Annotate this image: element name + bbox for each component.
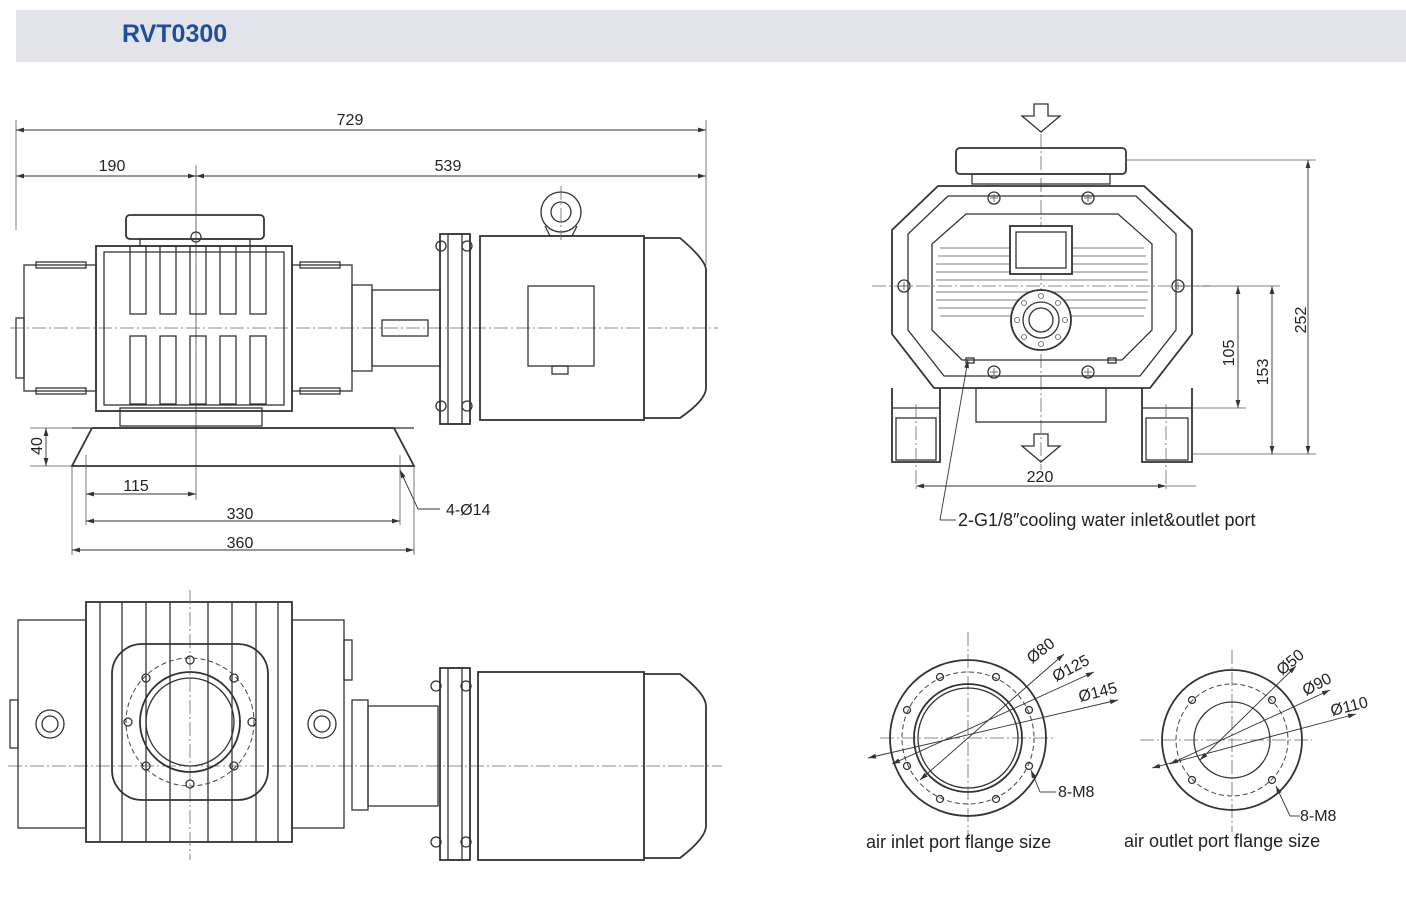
header-bar — [16, 10, 1406, 62]
dim-port-center: 105 — [1221, 286, 1241, 408]
dim-total-height: 252 — [1293, 160, 1311, 454]
dim-base-length: 360 — [72, 535, 414, 553]
outlet-flange-view: Ø50 Ø90 Ø110 8-M8 air outlet port flange… — [1124, 647, 1370, 851]
svg-text:2-G1/8″cooling water inlet&out: 2-G1/8″cooling water inlet&outlet port — [958, 510, 1256, 530]
svg-text:115: 115 — [123, 478, 149, 495]
dim-motor-length: 539 — [196, 158, 706, 179]
svg-text:Ø80: Ø80 — [1024, 635, 1058, 667]
svg-text:8-M8: 8-M8 — [1300, 808, 1337, 825]
svg-text:220: 220 — [1027, 469, 1054, 486]
top-view — [8, 590, 722, 861]
svg-text:Ø145: Ø145 — [1077, 680, 1119, 706]
front-view: 252 153 105 220 2-G1/8″cooling water inl… — [872, 103, 1316, 530]
svg-text:40: 40 — [29, 437, 46, 455]
dim-overall-length: 729 — [16, 112, 706, 133]
svg-text:729: 729 — [337, 112, 364, 129]
svg-text:Ø125: Ø125 — [1050, 652, 1093, 685]
dim-rotor-length: 190 — [16, 158, 196, 179]
dim-center-height: 153 — [1255, 286, 1275, 454]
svg-text:Ø90: Ø90 — [1300, 670, 1335, 699]
svg-text:153: 153 — [1255, 359, 1272, 386]
cooling-water-callout: 2-G1/8″cooling water inlet&outlet port — [939, 359, 1256, 530]
side-view: 729 190 539 — [10, 112, 718, 555]
svg-text:105: 105 — [1221, 340, 1238, 367]
model-title: RVT0300 — [122, 20, 228, 48]
svg-text:360: 360 — [227, 535, 254, 552]
svg-text:539: 539 — [435, 158, 462, 175]
inlet-flange-view: Ø80 Ø125 Ø145 8-M8 air inlet port flange… — [866, 632, 1119, 852]
dim-base-height: 40 — [29, 428, 49, 466]
mount-hole-callout: 4-Ø14 — [399, 469, 491, 519]
svg-text:252: 252 — [1293, 307, 1310, 334]
svg-text:Ø50: Ø50 — [1274, 647, 1308, 680]
inlet-flange-caption: air inlet port flange size — [866, 832, 1051, 852]
svg-text:190: 190 — [99, 158, 126, 175]
svg-text:4-Ø14: 4-Ø14 — [446, 502, 491, 519]
dim-foot-spacing: 330 — [86, 506, 400, 524]
dim-front-foot-spacing: 220 — [916, 469, 1196, 489]
svg-text:8-M8: 8-M8 — [1058, 784, 1095, 801]
outlet-flange-caption: air outlet port flange size — [1124, 831, 1320, 851]
dim-foot-offset: 115 — [86, 478, 196, 497]
svg-text:330: 330 — [227, 506, 254, 523]
